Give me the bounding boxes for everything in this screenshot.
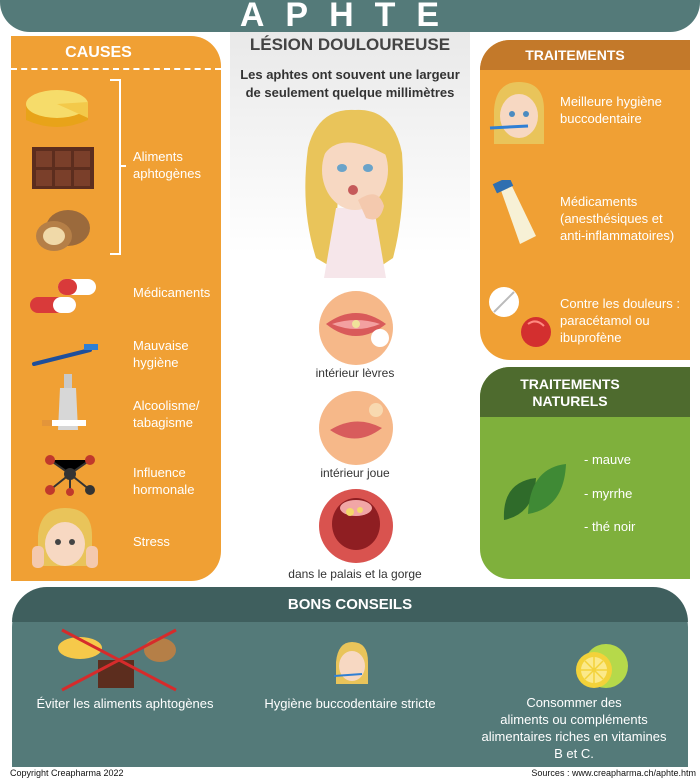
naturel-item-2: - myrrhe (584, 486, 633, 501)
trait-medicaments-line1: Médicaments (560, 194, 638, 209)
crossed-foods-icon (58, 628, 177, 692)
lips-interior-illustration (319, 291, 393, 365)
footer-copyright: Copyright Creapharma 2022 (10, 768, 124, 778)
chocolate-icon (32, 147, 94, 189)
conseil-hygiene: Hygiène buccodentaire stricte (264, 696, 436, 711)
cheek-interior-illustration (319, 391, 393, 465)
naturels-header (480, 367, 690, 417)
trait-douleurs: Contre les douleurs : paracétamol ou ibu… (560, 295, 680, 346)
conseil-vitamines-line4: B et C. (554, 746, 594, 761)
ointment-tube-icon (492, 180, 536, 244)
cause-aliments-line1: Aliments (133, 149, 183, 164)
traitements-title: TRAITEMENTS (525, 47, 625, 63)
causes-title: CAUSES (65, 44, 132, 61)
woman-illustration (305, 109, 403, 278)
trait-hygiene-line2: buccodentaire (560, 111, 642, 126)
cause-hormonale: Influence hormonale (133, 464, 194, 498)
trait-douleurs-line2: paracétamol ou (560, 313, 650, 328)
trait-douleurs-line1: Contre les douleurs : (560, 296, 680, 311)
conseil-vitamines-line3: alimentaires riches en vitamines (481, 729, 667, 744)
aliments-bracket (110, 79, 126, 255)
hormone-molecule-icon (45, 455, 95, 496)
cause-stress: Stress (133, 534, 170, 549)
walnut-icon (36, 210, 90, 251)
cause-alcool-line2: tabagisme (133, 415, 193, 430)
naturel-item-1: - mauve (584, 452, 631, 467)
naturels-title: TRAITEMENTS NATURELS (480, 376, 660, 410)
conseils-header (12, 587, 688, 622)
cause-aliments: Aliments aphtogènes (133, 148, 201, 182)
brushing-child-icon (333, 642, 368, 684)
caption-joue: intérieur joue (320, 466, 390, 480)
leaves-icon (503, 464, 566, 520)
cause-alcool: Alcoolisme/ tabagisme (133, 397, 199, 431)
lesion-subtitle: Les aphtes ont souvent une largeur de se… (222, 66, 478, 102)
naturels-title-line1: TRAITEMENTS (520, 376, 620, 392)
pills-icon (30, 279, 96, 313)
trait-medicaments-line3: anti-inflammatoires) (560, 228, 675, 243)
cause-aliments-line2: aphtogènes (133, 166, 201, 181)
naturels-title-line2: NATURELS (532, 393, 608, 409)
tablets-icon (489, 287, 551, 347)
page-title: APHTE (239, 0, 461, 34)
cheese-icon (26, 90, 88, 127)
footer-sources: Sources : www.creapharma.ch/aphte.htm (531, 768, 696, 778)
cause-alcool-line1: Alcoolisme/ (133, 398, 200, 413)
conseil-vitamines: Consommer des aliments ou compléments al… (470, 694, 678, 762)
conseil-vitamines-line1: Consommer des (526, 695, 622, 710)
lesion-title: LÉSION DOULOUREUSE (249, 35, 451, 54)
trait-medicaments-line2: (anesthésiques et (560, 211, 663, 226)
trait-medicaments: Médicaments (anesthésiques et anti-infla… (560, 193, 674, 244)
cause-hygiene-line2: hygiène (133, 355, 179, 370)
traitements-header (480, 40, 690, 70)
cause-medicaments: Médicaments (133, 285, 211, 300)
throat-illustration (319, 489, 393, 563)
caption-levres: intérieur lèvres (315, 366, 395, 380)
caption-gorge: dans le palais et la gorge (288, 567, 422, 581)
lesion-subtitle-line2: de seulement quelque millimètres (245, 85, 455, 100)
cause-hygiene-line1: Mauvaise (133, 338, 189, 353)
conseil-vitamines-line2: aliments ou compléments (500, 712, 648, 727)
cause-hygiene: Mauvaise hygiène (133, 337, 189, 371)
cause-hormonale-line1: Influence (133, 465, 186, 480)
trait-hygiene: Meilleure hygiène buccodentaire (560, 93, 662, 127)
conseil-eviter: Éviter les aliments aphtogènes (36, 696, 214, 711)
cause-hormonale-line2: hormonale (133, 482, 195, 497)
title-banner (0, 0, 700, 32)
toothbrush-icon (32, 344, 98, 366)
causes-header (11, 36, 221, 70)
citrus-vitamins-icon (576, 644, 628, 688)
lesion-subtitle-line1: Les aphtes ont souvent une largeur (240, 67, 460, 82)
trait-hygiene-line1: Meilleure hygiène (560, 94, 662, 109)
alcohol-tobacco-icon (42, 374, 86, 430)
naturel-item-3: - thé noir (584, 519, 636, 534)
trait-douleurs-line3: ibuprofène (560, 330, 622, 345)
girl-brushing-teeth-icon (489, 82, 544, 144)
stressed-person-icon (32, 508, 98, 568)
conseils-title: BONS CONSEILS (287, 596, 413, 613)
